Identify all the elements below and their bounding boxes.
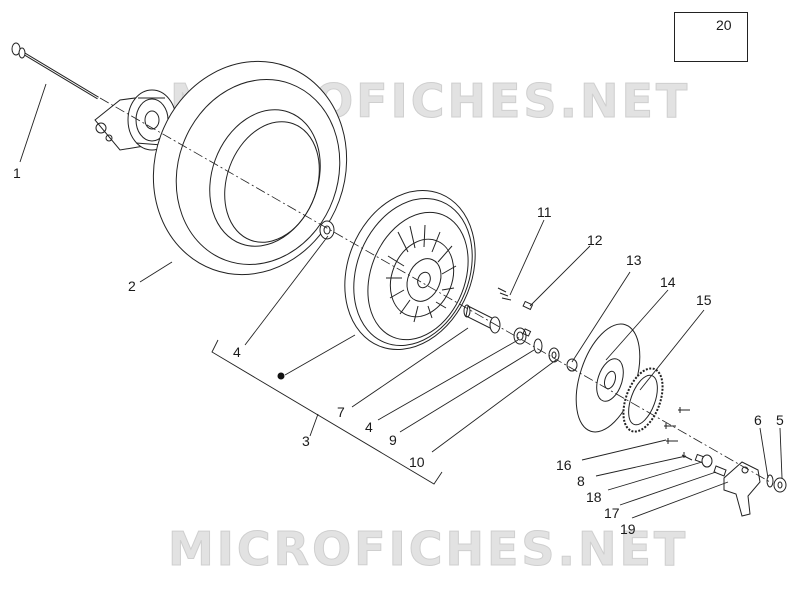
callout-15: 15 xyxy=(696,292,712,308)
callout-12: 12 xyxy=(587,232,603,248)
callout-8: 8 xyxy=(577,473,585,489)
callout-11: 11 xyxy=(537,204,552,220)
callout-4-left: 4 xyxy=(233,344,241,360)
valve-cap-part xyxy=(522,300,534,311)
disc-bolts-part xyxy=(664,407,690,444)
bearing-left-part xyxy=(319,220,335,240)
callout-19: 19 xyxy=(620,521,636,537)
callout-18: 18 xyxy=(586,489,602,505)
callout-13: 13 xyxy=(626,252,642,268)
callout-2: 2 xyxy=(128,278,136,294)
sensor-parts xyxy=(681,452,727,477)
spacer-part xyxy=(463,304,501,334)
nut-part xyxy=(773,477,787,493)
callout-17: 17 xyxy=(604,505,620,521)
callout-6: 6 xyxy=(754,412,762,428)
axle-part xyxy=(11,42,99,100)
kit-box-20 xyxy=(674,12,748,62)
washer-part xyxy=(766,474,774,488)
leader-lines xyxy=(19,83,783,519)
callout-20: 20 xyxy=(716,17,732,33)
callout-16: 16 xyxy=(556,457,572,473)
callout-3: 3 xyxy=(302,433,310,449)
collar-13-part xyxy=(566,358,578,372)
assembly-axis xyxy=(99,97,771,483)
callout-14: 14 xyxy=(660,274,676,290)
rim-part xyxy=(344,190,476,350)
tire-part xyxy=(152,60,348,276)
callout-10: 10 xyxy=(409,454,425,470)
reference-dot xyxy=(277,372,285,380)
callout-4-right: 4 xyxy=(365,419,373,435)
callout-9: 9 xyxy=(389,432,397,448)
group-3-bracket xyxy=(211,339,443,485)
valve-part xyxy=(497,287,512,301)
sensor-bracket-part xyxy=(723,461,761,517)
seal-part xyxy=(533,338,543,354)
callout-5: 5 xyxy=(776,412,784,428)
callout-7: 7 xyxy=(337,404,345,420)
watermark-bottom: MICROFICHES.NET xyxy=(167,522,689,577)
callout-1: 1 xyxy=(13,165,21,181)
